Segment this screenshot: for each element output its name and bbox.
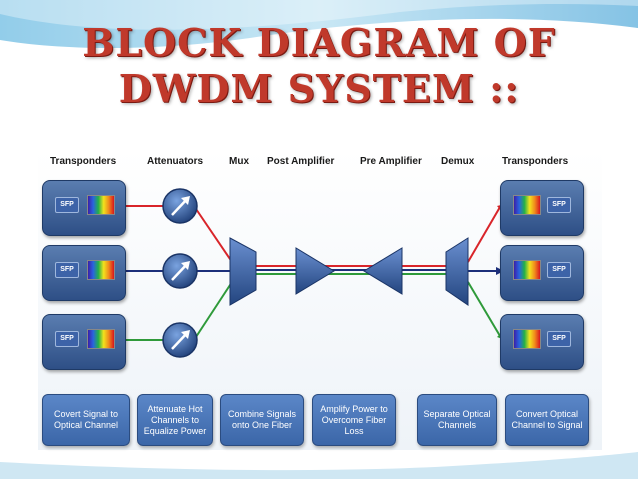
caption-transponder-in: Covert Signal to Optical Channel — [42, 394, 130, 446]
signal-green-to-mux — [193, 281, 233, 341]
label-pre-amplifier: Pre Amplifier — [360, 156, 422, 167]
label-attenuators: Attenuators — [147, 156, 204, 167]
label-demux: Demux — [441, 156, 475, 167]
transponder-left-1: SFP — [42, 180, 126, 236]
label-post-amplifier: Post Amplifier — [267, 156, 335, 167]
transponder-right-1: SFP — [500, 180, 584, 236]
label-mux: Mux — [229, 156, 249, 167]
attenuator-3 — [162, 322, 198, 358]
mux-block — [229, 237, 257, 306]
title-line-2: DWDM SYSTEM :: — [118, 66, 520, 111]
caption-demux: Separate Optical Channels — [417, 394, 497, 446]
spectrum-icon — [87, 329, 115, 349]
signal-green-right — [467, 281, 501, 337]
signal-red-to-mux — [193, 205, 233, 263]
transponder-right-2: SFP — [500, 245, 584, 301]
spectrum-icon — [513, 195, 541, 215]
sfp-label: SFP — [55, 331, 79, 347]
spectrum-icon — [513, 260, 541, 280]
caption-transponder-out: Convert Optical Channel to Signal — [505, 394, 589, 446]
label-transponders-right: Transponders — [502, 156, 569, 167]
caption-attenuators: Attenuate Hot Channels to Equalize Power — [137, 394, 213, 446]
label-transponders-left: Transponders — [50, 156, 117, 167]
caption-mux: Combine Signals onto One Fiber — [220, 394, 304, 446]
spectrum-icon — [87, 195, 115, 215]
title-line-1: BLOCK DIAGRAM OF — [82, 20, 556, 65]
sfp-label: SFP — [55, 197, 79, 213]
transponder-left-2: SFP — [42, 245, 126, 301]
sfp-label: SFP — [547, 331, 571, 347]
spectrum-icon — [87, 260, 115, 280]
signal-red-right — [467, 206, 501, 263]
sfp-label: SFP — [55, 262, 79, 278]
spectrum-icon — [513, 329, 541, 349]
attenuator-2 — [162, 253, 198, 289]
caption-amplifiers: Amplify Power to Overcome Fiber Loss — [312, 394, 396, 446]
transponder-right-3: SFP — [500, 314, 584, 370]
pre-amplifier-triangle — [363, 247, 403, 295]
attenuator-1 — [162, 188, 198, 224]
sfp-label: SFP — [547, 262, 571, 278]
demux-block — [445, 237, 469, 306]
post-amplifier-triangle — [295, 247, 335, 295]
sfp-label: SFP — [547, 197, 571, 213]
transponder-left-3: SFP — [42, 314, 126, 370]
